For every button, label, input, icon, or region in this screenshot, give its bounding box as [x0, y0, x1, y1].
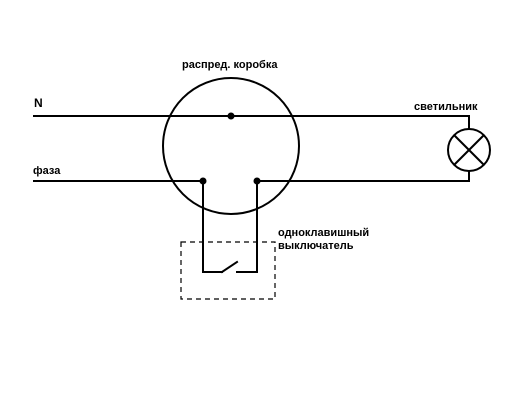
lamp-label: светильник	[414, 101, 478, 113]
phase-label: фаза	[33, 165, 61, 177]
switch-label-line1: одноклавишный	[278, 227, 369, 239]
junction-box-label: распред. коробка	[182, 59, 278, 71]
neutral-junction-dot	[227, 112, 235, 120]
switch-label-line2: выключатель	[278, 240, 354, 252]
lamp-icon	[447, 128, 491, 172]
switch-enclosure	[180, 241, 276, 300]
junction-box-circle	[162, 77, 300, 215]
neutral-label: N	[34, 96, 43, 110]
switch-contact-blade	[220, 260, 239, 274]
